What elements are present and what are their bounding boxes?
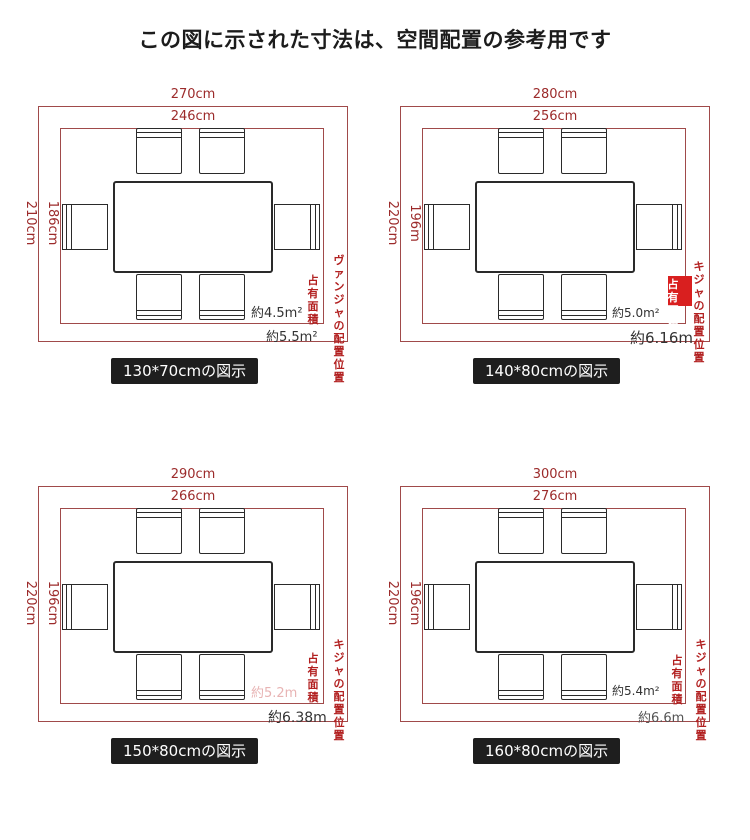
chair-placement-vertical-label: キジャの配置位置 (693, 260, 705, 364)
layout-diagram-130x70: 270cm 246cm 210cm 186cm 約4.5m² 約5.5m² 占有… (23, 86, 388, 396)
page-title: この図に示された寸法は、空間配置の参考用です (138, 28, 612, 52)
outer-area-label: 約5.5m² (266, 330, 318, 345)
chair (498, 508, 544, 554)
dining-table (113, 561, 273, 653)
chair-placement-vertical-label: キジャの配置位置 (695, 638, 707, 742)
outer-width-label: 300cm (532, 467, 578, 482)
outer-area-label: 約6.16m (630, 329, 694, 347)
outer-height-label: 220cm (385, 580, 400, 626)
inner-height-label: 186cm (45, 200, 60, 246)
chair (136, 128, 182, 174)
chair (199, 654, 245, 700)
outer-width-label: 290cm (170, 467, 216, 482)
outer-boundary (400, 486, 710, 722)
caption: 160*80cmの図示 (473, 738, 621, 764)
layout-diagram-160x80: 300cm 276cm 220cm 196cm 約5.4m² 約6.6m 占有面… (385, 466, 750, 776)
outer-area-label: 約6.38m (268, 710, 327, 726)
inner-width-label: 246cm (170, 109, 216, 124)
inner-width-label: 276cm (532, 489, 578, 504)
chair (561, 654, 607, 700)
dining-table (113, 181, 273, 273)
dining-table (475, 181, 635, 273)
caption: 130*70cmの図示 (111, 358, 259, 384)
chair (498, 654, 544, 700)
chair (136, 274, 182, 320)
inner-boundary (60, 508, 324, 704)
outer-height-label: 220cm (385, 200, 400, 246)
chair (199, 128, 245, 174)
caption: 150*80cmの図示 (111, 738, 259, 764)
chair (561, 128, 607, 174)
inner-boundary (422, 508, 686, 704)
outer-boundary (38, 486, 348, 722)
chair (424, 584, 470, 630)
inner-width-label: 266cm (170, 489, 216, 504)
chair (636, 584, 682, 630)
outer-width-label: 280cm (532, 87, 578, 102)
layout-diagram-140x80: 280cm 256cm 220cm 196m 約5.0m² 約6.16m 占有面… (385, 86, 750, 396)
outer-height-label: 210cm (23, 200, 38, 246)
occupied-area-vertical-label: 占有面積 (307, 274, 319, 326)
inner-height-label: 196cm (407, 580, 422, 626)
chair (136, 654, 182, 700)
chair (199, 274, 245, 320)
outer-boundary (400, 106, 710, 342)
outer-width-label: 270cm (170, 87, 216, 102)
chair (62, 584, 108, 630)
chair (136, 508, 182, 554)
chair (199, 508, 245, 554)
chair (561, 508, 607, 554)
occupied-area-vertical-label: 占有面積 (667, 278, 679, 330)
occupied-area-vertical-label: 占有面積 (671, 654, 683, 706)
inner-area-label: 約4.5m² (251, 306, 303, 321)
chair (424, 204, 470, 250)
inner-area-label: 約5.4m² (612, 684, 660, 698)
chair (62, 204, 108, 250)
chair-placement-vertical-label: ヴァンジャの配置位置 (333, 254, 345, 384)
outer-boundary (38, 106, 348, 342)
chair (498, 274, 544, 320)
layout-diagram-150x80: 290cm 266cm 220cm 196cm 約5.2m 約6.38m 占有面… (23, 466, 388, 776)
inner-height-label: 196m (407, 204, 422, 242)
chair (498, 128, 544, 174)
chair (274, 584, 320, 630)
chair-placement-vertical-label: キジャの配置位置 (333, 638, 345, 742)
caption: 140*80cmの図示 (473, 358, 621, 384)
chair (561, 274, 607, 320)
inner-area-label: 約5.2m (251, 686, 298, 701)
inner-height-label: 196cm (45, 580, 60, 626)
chair (636, 204, 682, 250)
chair (274, 204, 320, 250)
inner-boundary (60, 128, 324, 324)
inner-width-label: 256cm (532, 109, 578, 124)
occupied-area-vertical-label: 占有面積 (307, 652, 319, 704)
inner-boundary (422, 128, 686, 324)
inner-area-label: 約5.0m² (612, 306, 660, 320)
highlight-mark (668, 276, 692, 306)
dining-table (475, 561, 635, 653)
outer-area-label: 約6.6m (638, 711, 685, 726)
outer-height-label: 220cm (23, 580, 38, 626)
